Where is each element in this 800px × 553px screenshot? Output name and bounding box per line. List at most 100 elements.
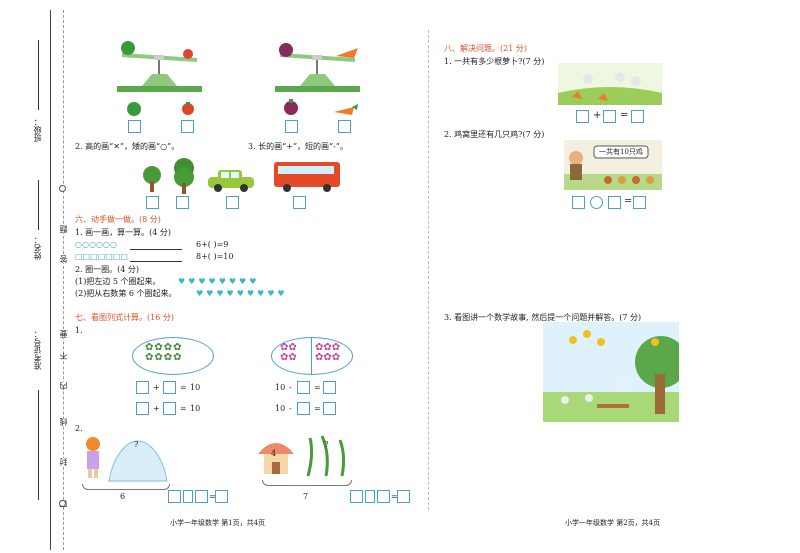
plus-sign: + <box>593 110 602 121</box>
answer-box[interactable] <box>181 120 194 133</box>
plus-sign: + <box>153 383 160 392</box>
equation-2: 8+( )=10 <box>196 252 234 261</box>
equals-sign: = <box>209 492 216 501</box>
tall-tree-icon <box>174 158 194 194</box>
equals-sign: = <box>180 404 187 413</box>
answer-box[interactable] <box>136 381 149 394</box>
answer-box[interactable] <box>338 120 351 133</box>
grass-plants-icon <box>306 435 346 477</box>
section-6-title: 六、动手做一做。(8 分) <box>75 215 161 224</box>
section-8-title: 八、解决问题。(21 分) <box>444 44 527 53</box>
pepper-icon <box>127 102 141 116</box>
answer-box[interactable] <box>168 490 181 503</box>
answer-box[interactable] <box>377 490 390 503</box>
flower-cluster: ✿✿✿✿✿✿✿✿ <box>145 342 183 363</box>
sum-value: 10 <box>190 383 201 392</box>
answer-box[interactable] <box>576 110 589 123</box>
class-label: 班级： <box>33 118 42 142</box>
exam-number-blank <box>38 390 39 500</box>
right-page-footer: 小学一年级数学 第2页，共4页 <box>565 519 661 527</box>
equals-sign: = <box>314 383 321 392</box>
chickens-illustration <box>564 140 662 190</box>
balance-scale-illustration-1 <box>117 41 202 92</box>
equals-sign: = <box>180 383 187 392</box>
flower-cluster: ✿✿✿✿✿✿ <box>315 342 341 363</box>
answer-box[interactable] <box>297 381 310 394</box>
binding-line-dashed <box>63 10 64 550</box>
shown-number-4: 4 <box>271 449 277 458</box>
name-label: 姓名： <box>33 236 42 260</box>
answer-box[interactable] <box>163 402 176 415</box>
flower-group-oval-1 <box>132 337 214 375</box>
story-scene-illustration <box>543 322 679 422</box>
eggplant-icon <box>284 99 298 115</box>
answer-line[interactable] <box>130 261 182 262</box>
car-icon <box>208 170 254 192</box>
answer-box[interactable] <box>297 402 310 415</box>
answer-box-operator[interactable] <box>365 490 375 503</box>
answer-box-operator[interactable] <box>183 490 193 503</box>
seal-char: 题 <box>58 225 69 233</box>
minuend-value: 10 <box>275 383 286 392</box>
rabbits-carrots-illustration <box>558 63 662 105</box>
cloth-cover-icon <box>108 440 168 482</box>
seal-char: 要 <box>58 330 69 338</box>
answer-box[interactable] <box>163 381 176 394</box>
answer-box[interactable] <box>195 490 208 503</box>
tomato-icon <box>182 102 194 115</box>
binding-line-outer <box>50 10 51 550</box>
section-7-title: 七、看图列式计算。(16 分) <box>75 313 174 322</box>
answer-line[interactable] <box>130 249 182 250</box>
mushroom-house-icon <box>258 443 294 474</box>
operator-circle[interactable] <box>590 196 603 209</box>
equation-1: 6+( )=9 <box>196 240 229 249</box>
margin-dot <box>59 500 66 507</box>
minuend-value: 10 <box>275 404 286 413</box>
seal-char: 线 <box>58 418 69 426</box>
section-6-question-2: 2. 圈一圈。(4 分) <box>75 265 140 274</box>
answer-box[interactable] <box>603 110 616 123</box>
answer-box[interactable] <box>293 196 306 209</box>
circles-row: ○○○○○○ <box>75 240 117 249</box>
answer-box[interactable] <box>397 490 410 503</box>
answer-box[interactable] <box>631 110 644 123</box>
problem-3-text: 3. 看图讲一个数学故事, 然后提一个问题并解答。(7 分) <box>444 313 642 322</box>
seal-char: 封 <box>58 458 69 466</box>
problem-1-text: 1. 一共有多少根萝卜?(7 分) <box>444 57 545 66</box>
question-2-text: 2. 高的画“✕”，矮的画“○”。 <box>75 142 180 151</box>
answer-box[interactable] <box>136 402 149 415</box>
question-mark: ? <box>134 440 139 449</box>
problem-2-text: 2. 鸡窝里还有几只鸡?(7 分) <box>444 130 545 139</box>
seal-char: 答 <box>58 255 69 263</box>
question-mark: ? <box>324 440 329 449</box>
seal-char: 不 <box>58 352 69 360</box>
answer-box[interactable] <box>608 196 621 209</box>
total-7: 7 <box>303 492 309 501</box>
answer-box[interactable] <box>572 196 585 209</box>
oval-divider <box>311 338 312 374</box>
seal-char: 内 <box>58 382 69 390</box>
margin-dot <box>59 185 66 192</box>
balance-scale-illustration-2 <box>275 43 360 92</box>
exam-number-label: 准考证号： <box>33 330 42 370</box>
section-6-question-1: 1. 画一画，算一算。(4 分) <box>75 228 172 237</box>
equals-sign: = <box>624 196 633 207</box>
answer-box[interactable] <box>176 196 189 209</box>
plus-sign: + <box>153 404 160 413</box>
answer-box[interactable] <box>226 196 239 209</box>
answer-box[interactable] <box>323 402 336 415</box>
brace <box>262 480 352 486</box>
answer-box[interactable] <box>146 196 159 209</box>
short-tree-icon <box>143 166 161 192</box>
minus-sign: - <box>289 383 292 392</box>
answer-box[interactable] <box>285 120 298 133</box>
answer-box[interactable] <box>323 381 336 394</box>
answer-box[interactable] <box>128 120 141 133</box>
flower-group-oval-2 <box>271 337 353 375</box>
name-blank <box>38 180 39 230</box>
answer-box[interactable] <box>633 196 646 209</box>
circle-task-a: (1)把左边 5 个圈起来。 <box>75 277 161 286</box>
answer-box[interactable] <box>215 490 228 503</box>
answer-box[interactable] <box>350 490 363 503</box>
carrot-icon <box>334 104 358 115</box>
